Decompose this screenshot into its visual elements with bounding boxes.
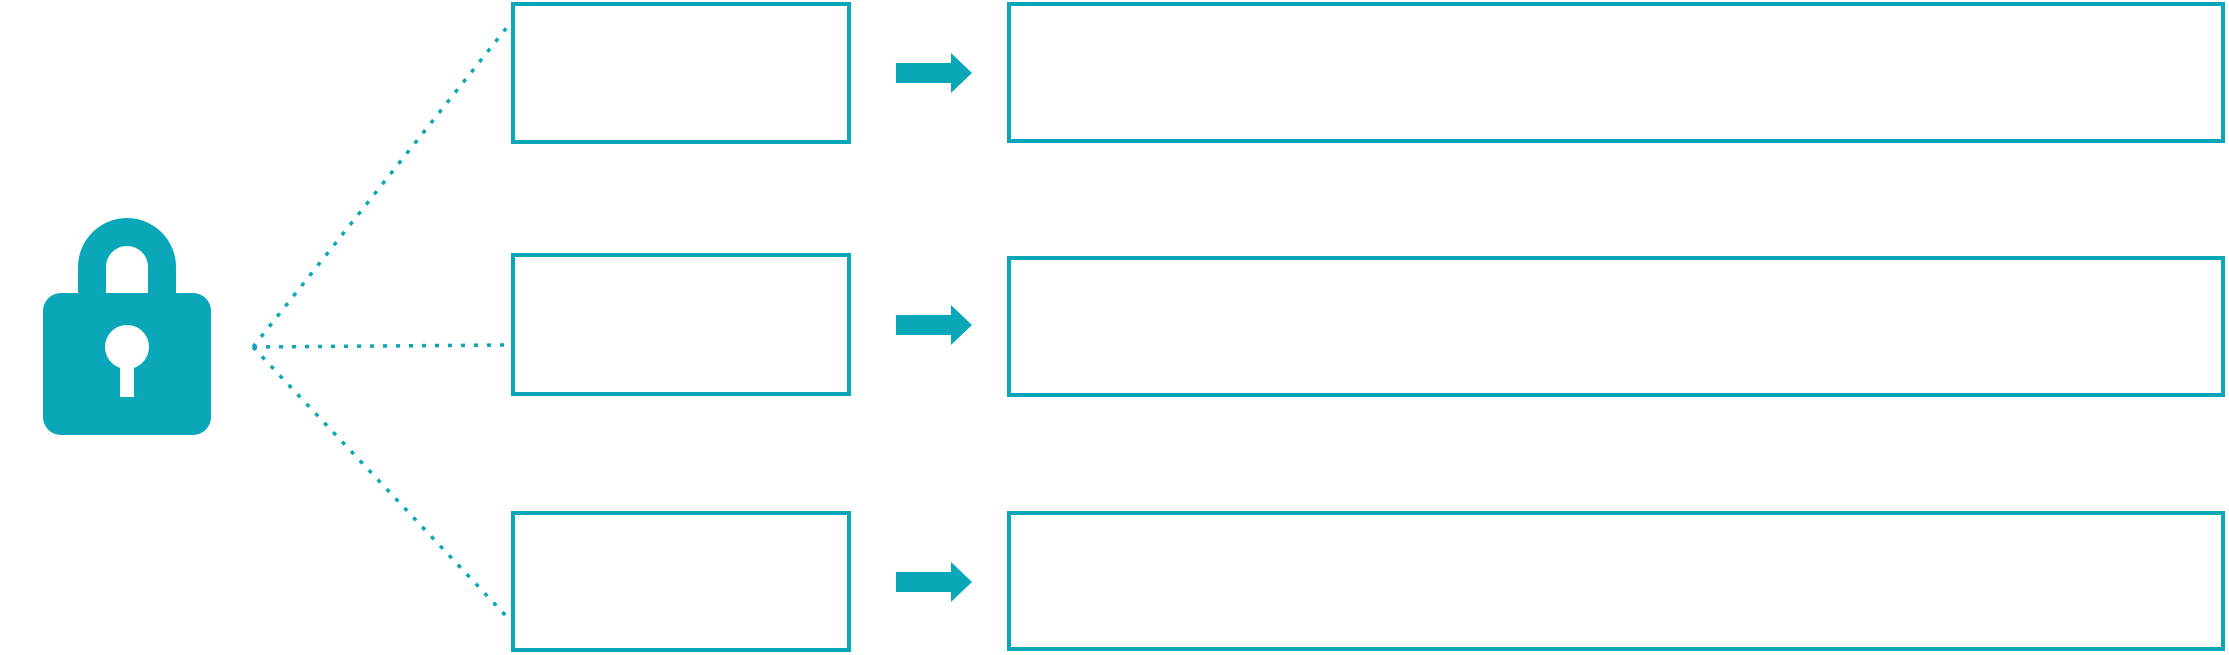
connector-top xyxy=(251,24,510,349)
detail-box xyxy=(1007,256,2225,397)
arrow-right-icon xyxy=(896,53,972,93)
lock-shackle xyxy=(78,218,176,302)
detail-box xyxy=(1007,2,2225,143)
dotted-connectors xyxy=(251,24,510,620)
arrow-right-icon xyxy=(896,562,972,602)
small-box xyxy=(511,511,851,652)
connector-bottom xyxy=(251,345,510,620)
connector-middle xyxy=(252,343,506,349)
lock-icon xyxy=(43,218,211,435)
small-box xyxy=(511,253,851,396)
lock-keyhole-stem xyxy=(120,347,134,397)
arrow-right-icon xyxy=(896,305,972,345)
small-box xyxy=(511,2,851,144)
detail-box xyxy=(1007,511,2225,651)
